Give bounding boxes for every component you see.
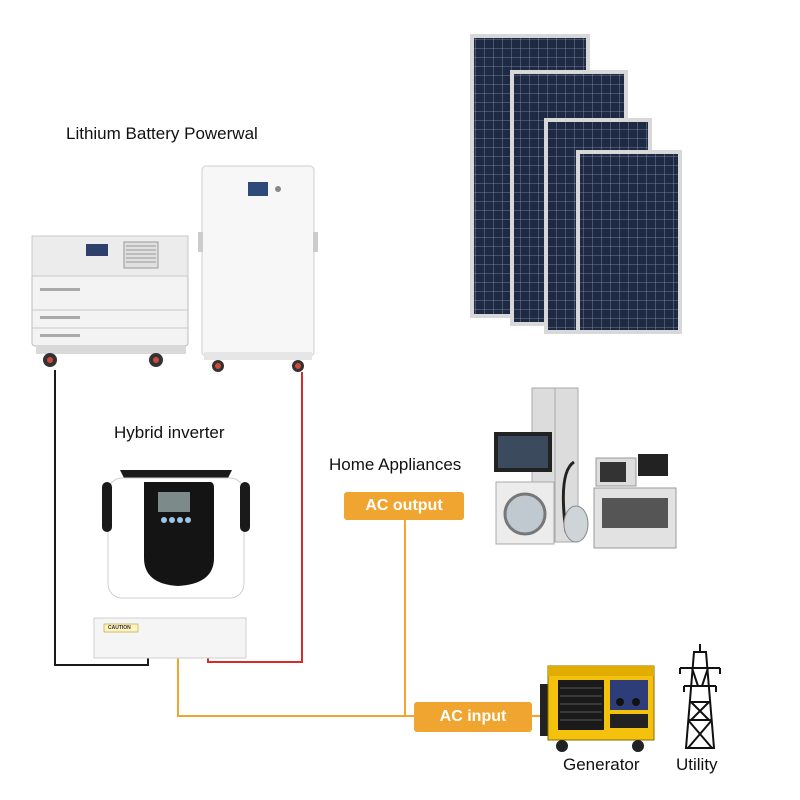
utility-label: Utility bbox=[676, 755, 718, 774]
generator-image bbox=[540, 665, 655, 752]
rack-battery-image bbox=[31, 235, 189, 367]
ac-input-badge: AC input bbox=[414, 702, 532, 732]
battery-label: Lithium Battery Powerwal bbox=[66, 124, 258, 143]
inverter-caution-sticker: CAUTION bbox=[108, 625, 131, 631]
generator-label: Generator bbox=[563, 755, 640, 774]
hybrid-inverter-image bbox=[93, 470, 250, 659]
home-appliances-image bbox=[494, 387, 677, 549]
black-battery-wire bbox=[54, 370, 149, 666]
utility-tower-icon bbox=[679, 644, 721, 749]
appliances-label: Home Appliances bbox=[329, 455, 462, 474]
wall-battery-image bbox=[198, 165, 318, 372]
solar-panels-image bbox=[470, 34, 682, 334]
ac-output-badge: AC output bbox=[344, 492, 464, 520]
inverter-label: Hybrid inverter bbox=[114, 423, 225, 442]
